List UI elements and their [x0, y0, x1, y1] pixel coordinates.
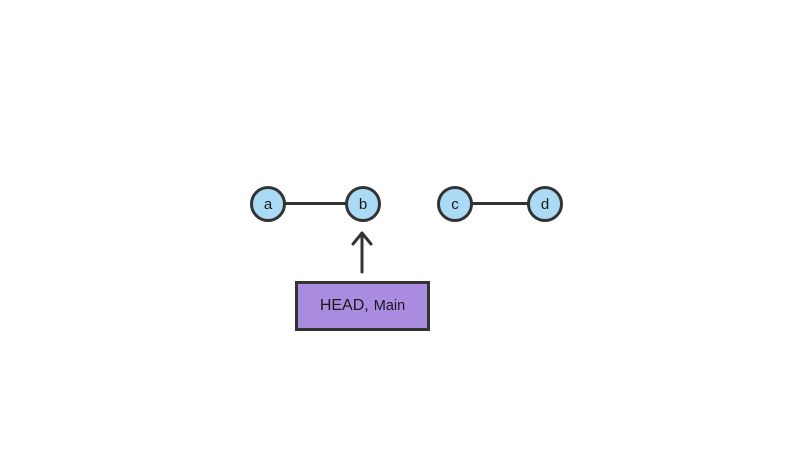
branch-label: Main [373, 298, 406, 314]
edge-a-b [284, 202, 347, 205]
commit-node-d[interactable]: d [527, 186, 563, 222]
commit-node-label: b [358, 195, 368, 213]
commit-node-label: d [540, 195, 550, 213]
commit-node-a[interactable]: a [250, 186, 286, 222]
edge-c-d [471, 202, 529, 205]
commit-node-label: a [263, 195, 273, 213]
commit-node-label: c [451, 195, 459, 213]
commit-node-b[interactable]: b [345, 186, 381, 222]
head-arrow-icon [351, 231, 373, 274]
head-label-box[interactable]: HEAD, Main [295, 281, 430, 331]
commit-node-c[interactable]: c [437, 186, 473, 222]
head-label: HEAD, [319, 297, 369, 314]
